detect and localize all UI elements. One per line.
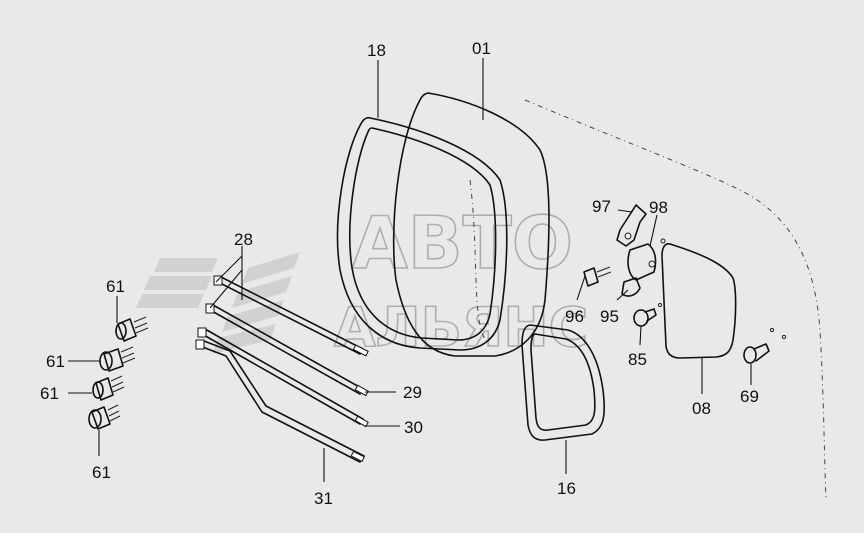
cover-plate-08 bbox=[661, 243, 737, 359]
callout-98: 98 bbox=[649, 198, 668, 217]
callout-labels: 18 01 97 98 28 96 95 85 61 61 61 61 29 3… bbox=[40, 39, 759, 508]
cab-outline bbox=[524, 99, 827, 501]
latch-knob-95 bbox=[621, 277, 641, 297]
window-seal-18-inner bbox=[349, 127, 497, 341]
callout-18: 18 bbox=[367, 41, 386, 60]
callout-16: 16 bbox=[557, 479, 576, 498]
callout-61-low: 61 bbox=[40, 384, 59, 403]
latch-pin bbox=[648, 260, 656, 268]
callout-61-bottom: 61 bbox=[92, 463, 111, 482]
rod-29 bbox=[209, 304, 369, 397]
bolt-61-2 bbox=[99, 346, 136, 372]
bolt-61-4 bbox=[88, 404, 121, 430]
window-seal-16-inner bbox=[530, 333, 596, 431]
hinge-bracket-97 bbox=[616, 204, 647, 247]
latch-hole bbox=[660, 238, 666, 244]
callout-28: 28 bbox=[234, 230, 253, 249]
bolt-61-3 bbox=[92, 375, 125, 401]
latch-plate-98 bbox=[627, 243, 657, 281]
rod-30 bbox=[201, 328, 369, 428]
bolt-61-1 bbox=[115, 316, 149, 342]
window-seal-16 bbox=[521, 324, 606, 441]
leader-lines bbox=[68, 58, 752, 482]
glass-panel-01 bbox=[392, 92, 550, 357]
window-seal-18 bbox=[336, 116, 508, 351]
callout-96: 96 bbox=[565, 307, 584, 326]
callout-29: 29 bbox=[403, 383, 422, 402]
bolt-96 bbox=[583, 266, 612, 287]
stopper-69 bbox=[743, 327, 787, 364]
callout-30: 30 bbox=[404, 418, 423, 437]
callout-85: 85 bbox=[628, 350, 647, 369]
callout-97: 97 bbox=[592, 197, 611, 216]
cab-outline-inner bbox=[469, 179, 491, 346]
rod-31 bbox=[199, 340, 365, 463]
stopper-85 bbox=[633, 302, 663, 327]
callout-01: 01 bbox=[472, 39, 491, 58]
callout-95: 95 bbox=[600, 307, 619, 326]
callout-31: 31 bbox=[314, 489, 333, 508]
callout-61-mid: 61 bbox=[46, 352, 65, 371]
callout-61-top: 61 bbox=[106, 277, 125, 296]
watermark-logo: АВТО АЛЬЯНС bbox=[136, 200, 589, 360]
watermark-line1: АВТО bbox=[352, 201, 573, 285]
callout-08: 08 bbox=[692, 399, 711, 418]
callout-69: 69 bbox=[740, 387, 759, 406]
hinge-hole bbox=[624, 232, 632, 240]
